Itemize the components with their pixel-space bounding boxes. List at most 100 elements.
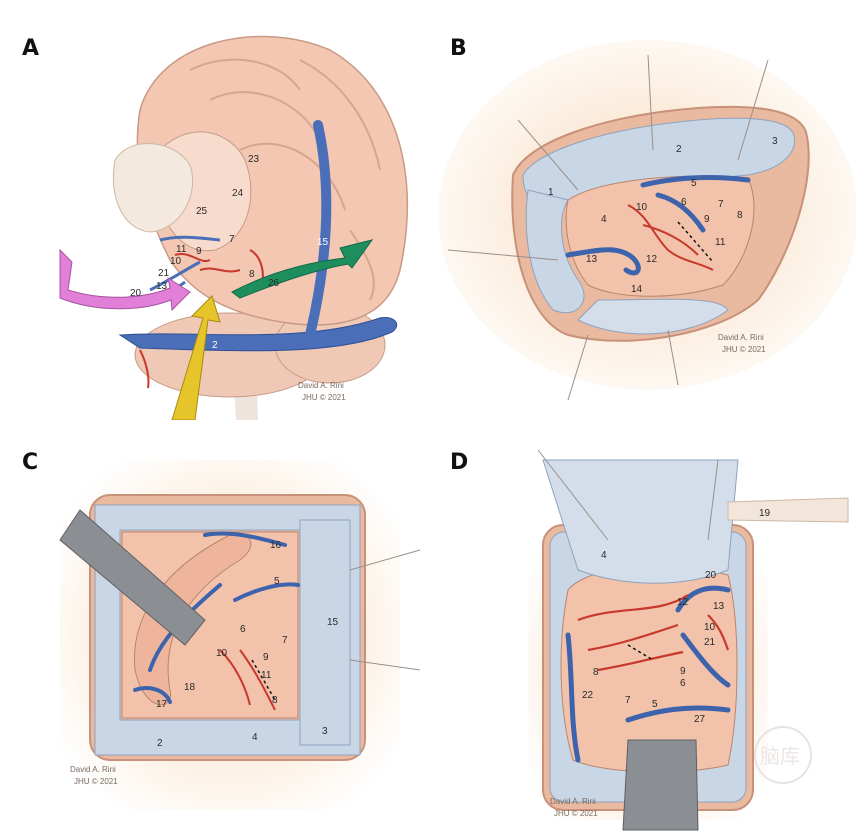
dura-flap-up	[542, 459, 739, 584]
exposure-illustration-d: 脑库 19 4 20 12 13 10 21 9 6 8 22 7 5 27 D…	[528, 449, 849, 831]
callout-d-2: 20	[705, 570, 717, 581]
watermark-text: 脑库	[760, 744, 800, 768]
callout-c-0: 16	[270, 540, 282, 551]
callout-b-12: 13	[586, 254, 598, 265]
callout-c-12: 4	[252, 732, 258, 743]
callout-a-5: 7	[229, 234, 235, 245]
callout-a-4: 2	[212, 340, 218, 351]
panel-b: B 1 2 3 4 5 6 7 8 9 10 11 1	[428, 0, 856, 420]
callout-b-10: 11	[715, 237, 726, 248]
callout-c-4: 7	[282, 635, 288, 646]
callout-a-12: 21	[158, 268, 170, 279]
callout-c-13: 3	[322, 726, 328, 737]
callout-a-10: 13	[156, 281, 168, 292]
callout-c-9: 18	[184, 682, 196, 693]
arteries-b	[627, 204, 714, 271]
resected-lobe	[112, 143, 194, 233]
callout-d-1: 4	[601, 550, 607, 561]
callout-c-6: 10	[216, 648, 228, 659]
incision-line-d	[627, 644, 654, 661]
panel-label-c: C	[22, 450, 39, 475]
arteries	[139, 249, 264, 389]
incision-line	[677, 221, 714, 263]
watermark-logo	[754, 726, 812, 784]
credit-c-line2: JHU © 2021	[74, 777, 118, 786]
callout-a-8: 10	[170, 256, 182, 267]
callout-b-3: 4	[601, 214, 607, 225]
credit-c-line1: David A. Rini	[70, 765, 116, 774]
catheter-tube	[727, 497, 849, 523]
callout-d-8: 6	[680, 678, 686, 689]
panel-a: A 23 24 25 15 2 7 8 9	[0, 0, 428, 420]
callout-c-5: 9	[263, 652, 269, 663]
callout-d-5: 10	[704, 622, 716, 633]
callout-b-2: 3	[772, 136, 778, 147]
panel-label-a: A	[22, 36, 40, 61]
brain-retractor	[59, 509, 206, 646]
transverse-sinus	[118, 316, 398, 352]
callout-c-2: 15	[327, 617, 339, 628]
callout-c-10: 17	[156, 699, 168, 710]
callout-b-11: 12	[646, 254, 658, 265]
approach-arrow-pink	[59, 248, 191, 312]
exposure-illustration-c: 16 5 15 6 7 9 10 11 8 18 17 2 4 3 David …	[59, 460, 421, 810]
callout-b-8: 9	[704, 214, 710, 225]
credit-b-line2: JHU © 2021	[722, 345, 766, 354]
panel-label-b: B	[450, 36, 467, 61]
callout-c-8: 8	[272, 695, 278, 706]
callout-d-12: 5	[652, 699, 658, 710]
callout-a-0: 23	[248, 154, 260, 165]
incision-line-c	[251, 659, 276, 701]
callout-c-7: 11	[261, 670, 272, 681]
credit-d-line2: JHU © 2021	[554, 809, 598, 818]
callout-a-2: 25	[196, 206, 208, 217]
approach-arrow-yellow	[171, 295, 221, 420]
callout-d-6: 21	[704, 637, 716, 648]
vein-15	[305, 120, 332, 340]
callout-b-9: 10	[636, 202, 648, 213]
cortical-veins-c	[133, 531, 300, 704]
panel-d: D 脑库 19 4 20 12 13 10	[428, 420, 856, 840]
callout-d-4: 13	[713, 601, 725, 612]
dura-flap-left	[525, 189, 585, 314]
retraction-sutures-d	[537, 449, 719, 541]
callout-d-10: 22	[582, 690, 594, 701]
callout-b-0: 1	[548, 187, 554, 198]
retraction-sutures-c	[349, 549, 421, 671]
gyri-lines	[189, 58, 381, 301]
exposure-illustration-b: 1 2 3 4 5 6 7 8 9 10 11 12 13 14 David A…	[438, 40, 856, 401]
cerebrum	[136, 35, 409, 326]
arteries-d	[577, 594, 730, 672]
callout-d-7: 9	[680, 666, 686, 677]
callout-c-11: 2	[157, 738, 163, 749]
callout-d-11: 7	[625, 695, 631, 706]
callout-d-0: 19	[759, 508, 771, 519]
credit-d-line1: David A. Rini	[550, 797, 596, 806]
approach-arrow-green	[231, 239, 374, 299]
callout-b-6: 7	[718, 199, 724, 210]
callout-a-7: 9	[196, 246, 202, 257]
callout-d-13: 27	[694, 714, 706, 725]
panel-label-d: D	[450, 450, 469, 475]
callout-d-3: 12	[677, 597, 689, 608]
callout-b-1: 2	[676, 144, 682, 155]
dura-right	[299, 519, 351, 746]
dura-flap-bottom	[577, 298, 729, 335]
brain-illustration: 23 24 25 15 2 7 8 9 10 11 13 20 21 26 Da…	[59, 35, 409, 420]
credit-b-line1: David A. Rini	[718, 333, 764, 342]
brain-retractor-d	[622, 739, 699, 831]
callout-a-9: 11	[176, 244, 187, 255]
callout-a-6: 8	[249, 269, 255, 280]
credit-a-line2: JHU © 2021	[302, 393, 346, 402]
arteries-c	[219, 649, 276, 711]
callout-c-3: 6	[240, 624, 246, 635]
callout-b-5: 6	[681, 197, 687, 208]
panel-c: C 16 5 15 6 7 9 10 11 8 18 17	[0, 420, 428, 840]
credit-a-line1: David A. Rini	[298, 381, 344, 390]
callout-a-1: 24	[232, 188, 244, 199]
callout-a-11: 20	[130, 288, 142, 299]
callout-c-1: 5	[274, 576, 280, 587]
callout-b-13: 14	[631, 284, 643, 295]
retraction-sutures	[447, 54, 769, 401]
callout-b-4: 5	[691, 178, 697, 189]
